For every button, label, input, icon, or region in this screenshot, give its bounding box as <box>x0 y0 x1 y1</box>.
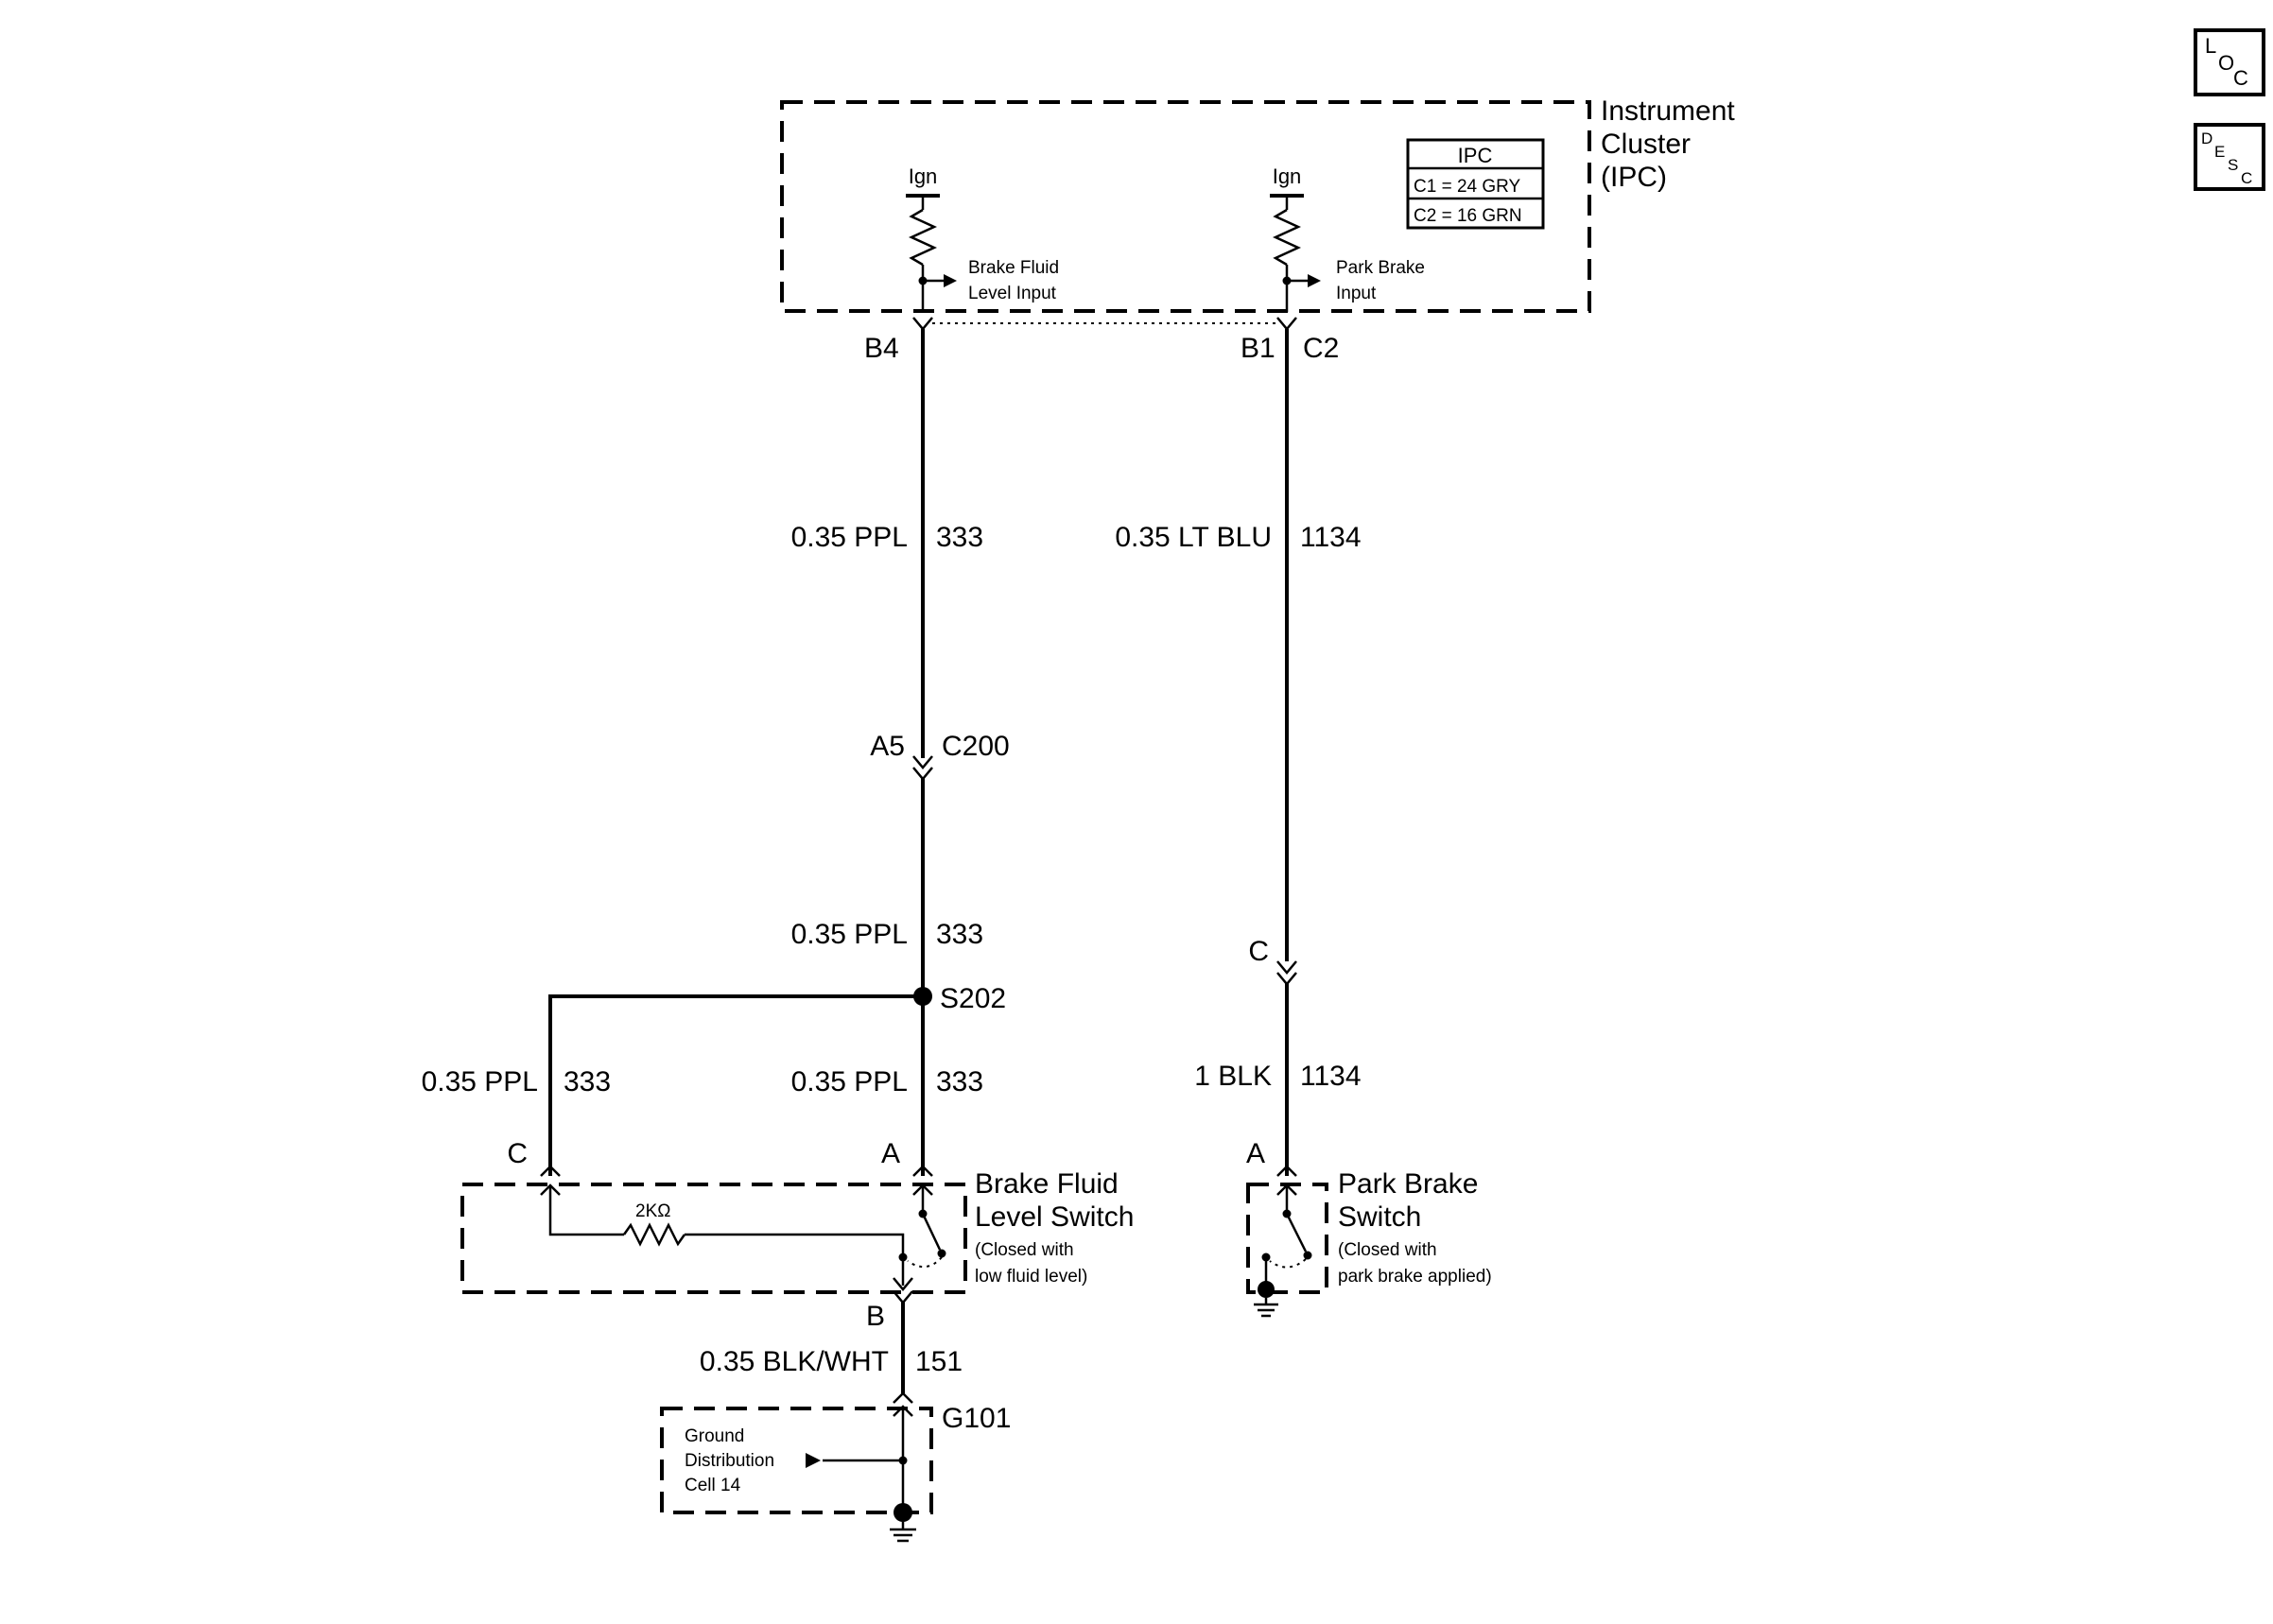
ground-g101: G101 Ground Distribution Cell 14 <box>660 1403 1011 1543</box>
circuit-151: B 0.35 BLK/WHT 151 <box>700 1301 963 1417</box>
wire-151-gauge: 0.35 BLK/WHT <box>700 1346 889 1377</box>
ground-boundary <box>660 1407 933 1514</box>
wire-333-gauge-1: 0.35 PPL <box>791 522 908 553</box>
park-input-label-line2: Input <box>1336 284 1377 303</box>
brake-fluid-level-switch: 2KΩ Brake Fluid Level Switch (Closed wit… <box>460 1165 1134 1304</box>
wire-333-circuit-2: 333 <box>936 919 983 950</box>
ground-point <box>1258 1281 1275 1298</box>
switch-blade <box>1285 1213 1308 1253</box>
connector-c-park: C <box>1248 936 1269 967</box>
desc-letter-c: C <box>2241 169 2252 187</box>
wire-151-circuit: 151 <box>915 1346 963 1377</box>
connector-a-switch: A <box>881 1138 900 1169</box>
connector-c2: C2 <box>1303 333 1339 364</box>
ground-label-line3: Cell 14 <box>685 1476 741 1495</box>
ipc-boundary <box>780 100 1591 313</box>
ipc-title-line1: Instrument <box>1601 95 1735 127</box>
ipc-title-line2: Cluster <box>1601 129 1691 160</box>
switch-blade <box>921 1213 942 1251</box>
connector-pin-icon <box>912 1183 933 1196</box>
ground-g101-label: G101 <box>942 1403 1011 1434</box>
wire-333-circuit-3: 333 <box>564 1066 611 1097</box>
wire-333-circuit-4: 333 <box>936 1066 983 1097</box>
switch-actuator <box>907 1256 943 1268</box>
brake-switch-title-line2: Level Switch <box>975 1201 1134 1233</box>
park-brake-switch: Park Brake Switch (Closed with park brak… <box>1246 1165 1492 1318</box>
wire-333-gauge-2: 0.35 PPL <box>791 919 908 950</box>
connector-pin-icon <box>912 1165 933 1177</box>
ipc-table-row1: C1 = 24 GRY <box>1414 177 1521 197</box>
loc-button[interactable]: L O C <box>2194 28 2265 96</box>
ipc-table-row2: C2 = 16 GRN <box>1414 206 1522 226</box>
brake-input-label-line1: Brake Fluid <box>968 258 1059 278</box>
ground-point <box>894 1503 912 1522</box>
connector-pin-icon <box>912 317 933 331</box>
splice-s202-label: S202 <box>940 983 1006 1014</box>
wire-333-circuit-1: 333 <box>936 522 983 553</box>
wire-1134-gauge-2: 1 BLK <box>1194 1061 1272 1092</box>
brake-switch-title-line1: Brake Fluid <box>975 1168 1119 1200</box>
desc-button[interactable]: D E S C <box>2194 123 2265 191</box>
ign-label-left: Ign <box>909 164 938 188</box>
brake-fluid-level-input-circuit: Ign Brake Fluid Level Input <box>906 164 1059 312</box>
park-switch-title-line2: Switch <box>1338 1201 1421 1233</box>
connector-pin-icon <box>540 1183 561 1196</box>
instrument-cluster: Instrument Cluster (IPC) IPC C1 = 24 GRY… <box>780 95 1735 364</box>
desc-letter-d: D <box>2201 130 2212 147</box>
brake-switch-boundary <box>460 1183 967 1294</box>
wire-333-gauge-3: 0.35 PPL <box>422 1066 538 1097</box>
wire-1134-gauge-1: 0.35 LT BLU <box>1115 522 1272 553</box>
ipc-connector-table: IPC C1 = 24 GRY C2 = 16 GRN <box>1406 138 1545 230</box>
connector-b-switch: B <box>866 1301 885 1332</box>
brake-input-label-line2: Level Input <box>968 284 1057 303</box>
connector-a5: A5 <box>870 731 905 762</box>
circuit-333: 0.35 PPL 333 A5 C200 0.35 PPL 333 S202 0… <box>422 329 1010 1176</box>
ipc-title-line3: (IPC) <box>1601 162 1667 193</box>
loc-letter-o: O <box>2218 51 2234 75</box>
connector-pin-icon <box>1276 960 1297 975</box>
resistor-label: 2KΩ <box>635 1201 670 1221</box>
wire-333-branch <box>548 994 923 1176</box>
park-brake-input-circuit: Ign Park Brake Input <box>1270 164 1425 312</box>
connector-pin-icon <box>1276 1165 1297 1177</box>
connector-b4: B4 <box>864 333 899 364</box>
connector-c-switch: C <box>507 1138 528 1169</box>
arrow-icon <box>806 1453 821 1468</box>
pullup-resistor-left <box>908 208 938 267</box>
wire-1134-circuit-2: 1134 <box>1300 1061 1362 1092</box>
ipc-table-title: IPC <box>1458 144 1493 167</box>
connector-pin-icon <box>893 1391 913 1404</box>
arrow-icon <box>1308 274 1321 287</box>
park-input-label-line1: Park Brake <box>1336 258 1425 278</box>
park-switch-note-line1: (Closed with <box>1338 1240 1437 1260</box>
park-switch-title-line1: Park Brake <box>1338 1168 1478 1200</box>
brake-switch-note-line1: (Closed with <box>975 1240 1074 1260</box>
ground-label-line1: Ground <box>685 1426 744 1446</box>
ign-label-right: Ign <box>1273 164 1302 188</box>
connector-pin-icon <box>1276 317 1297 331</box>
connector-pin-icon <box>893 1277 913 1291</box>
connector-pin-icon <box>912 755 933 769</box>
brake-switch-note-line2: low fluid level) <box>975 1267 1087 1287</box>
circuit-1134: 0.35 LT BLU 1134 C 1 BLK 1134 A <box>1115 329 1362 1176</box>
arrow-icon <box>944 274 957 287</box>
wire-333-gauge-4: 0.35 PPL <box>791 1066 908 1097</box>
connector-c200: C200 <box>942 731 1010 762</box>
switch-actuator <box>1269 1258 1307 1269</box>
ground-label-line2: Distribution <box>685 1451 774 1471</box>
park-switch-note-line2: park brake applied) <box>1338 1267 1492 1287</box>
desc-letter-e: E <box>2214 143 2225 161</box>
connector-a-park: A <box>1246 1138 1265 1169</box>
connector-pin-icon <box>1276 1183 1297 1196</box>
resistor-2k <box>622 1222 686 1247</box>
desc-letter-s: S <box>2228 156 2238 174</box>
loc-letter-l: L <box>2205 34 2216 58</box>
pullup-resistor-right <box>1272 208 1302 267</box>
wire-1134-circuit-1: 1134 <box>1300 522 1362 553</box>
connector-pin-icon <box>540 1165 561 1177</box>
connector-b1: B1 <box>1241 333 1275 364</box>
loc-letter-c: C <box>2233 66 2248 90</box>
